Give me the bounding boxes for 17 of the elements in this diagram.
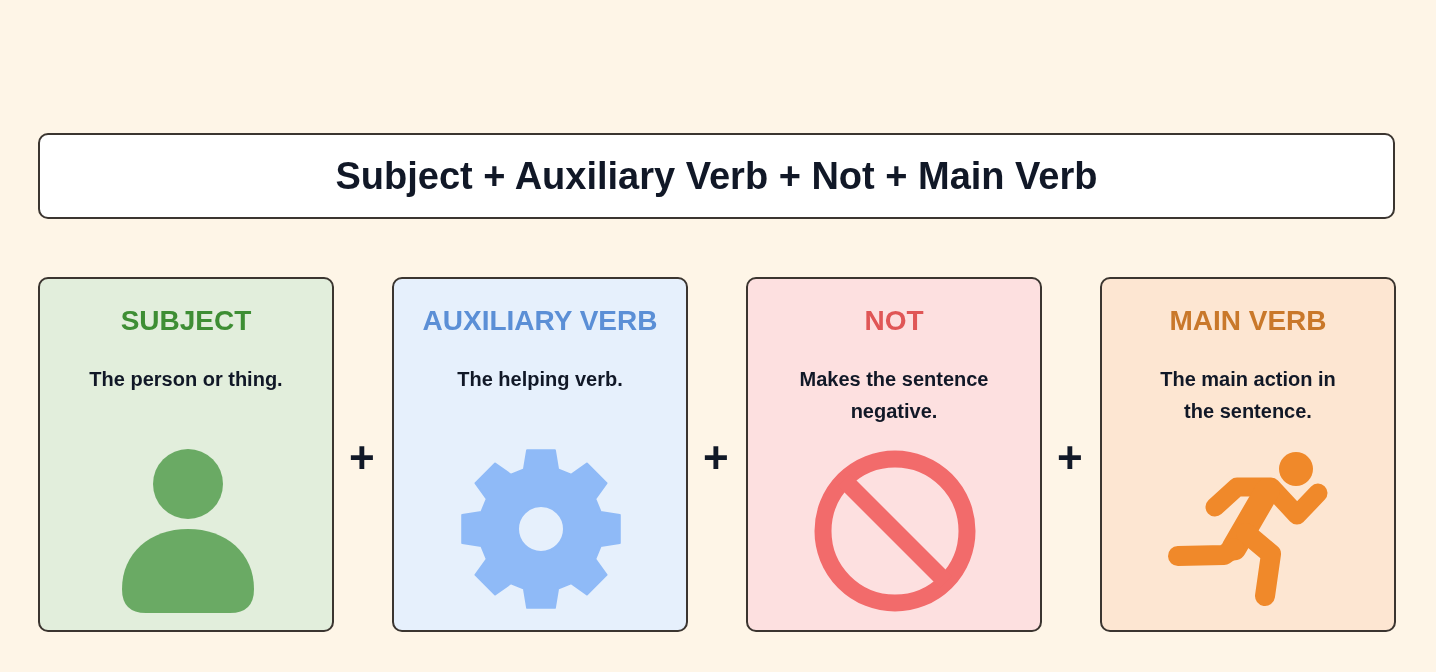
card-heading: MAIN VERB bbox=[1169, 305, 1327, 336]
formula-banner bbox=[38, 133, 1395, 219]
card-description: The person or thing. bbox=[89, 367, 283, 392]
category-card bbox=[746, 277, 1042, 632]
category-card bbox=[1100, 277, 1396, 632]
plus-sign: + bbox=[703, 436, 729, 480]
plus-sign: + bbox=[349, 436, 375, 480]
card-heading: SUBJECT bbox=[120, 305, 252, 336]
card-heading: AUXILIARY VERB bbox=[422, 305, 658, 336]
formula-text: Subject + Auxiliary Verb + Not + Main Verb bbox=[335, 154, 1098, 198]
category-card bbox=[392, 277, 688, 632]
card-description: Makes the sentence negative. bbox=[798, 367, 990, 424]
category-card bbox=[38, 277, 334, 632]
card-description: The main action in the sentence. bbox=[1159, 367, 1337, 424]
plus-sign: + bbox=[1057, 436, 1083, 480]
card-heading: NOT bbox=[864, 305, 924, 336]
card-description: The helping verb. bbox=[457, 367, 623, 392]
